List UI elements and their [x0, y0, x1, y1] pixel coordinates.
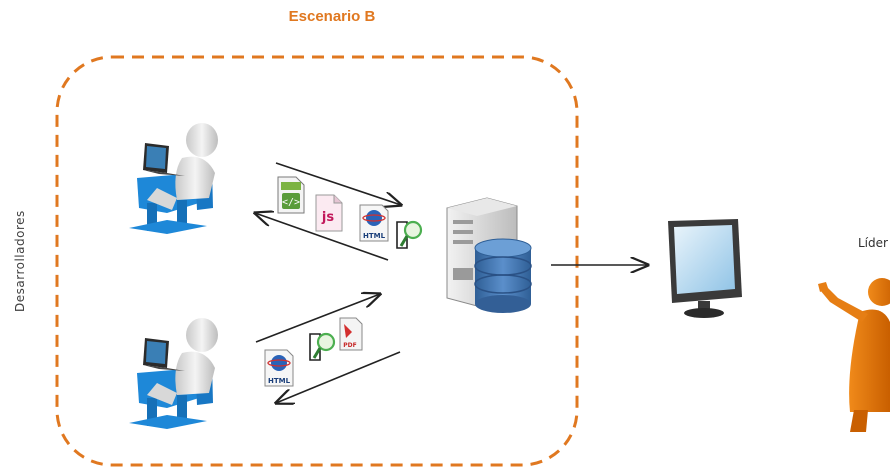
search-doc-icon-top — [396, 220, 423, 249]
scenario-boundary — [55, 55, 579, 467]
leader-figure — [818, 278, 890, 432]
svg-text:PDF: PDF — [343, 342, 356, 349]
developer-top-figure — [129, 123, 218, 234]
svg-text:</>: </> — [282, 197, 300, 208]
pdf-file-icon: PDF — [339, 317, 363, 351]
html-file-icon-bottom: HTML — [264, 349, 294, 387]
arrow-dev1-to-server — [275, 162, 401, 205]
code-file-icon: </> — [277, 176, 305, 214]
server-database-icon — [446, 197, 532, 313]
diagram-title: Escenario B — [288, 8, 376, 25]
svg-text:HTML: HTML — [268, 377, 291, 385]
arrow-server-to-dev2 — [276, 351, 401, 403]
search-doc-icon-bottom — [309, 332, 336, 361]
svg-text:HTML: HTML — [363, 232, 386, 240]
svg-text:js: js — [321, 210, 334, 225]
js-file-icon: js — [315, 194, 343, 232]
arrow-dev2-to-server — [255, 294, 380, 343]
html-file-icon-top: HTML — [359, 204, 389, 242]
arrow-server-to-dev1 — [255, 213, 389, 261]
monitor-icon — [668, 219, 742, 318]
leader-label: Líder — [858, 236, 888, 250]
developer-bottom-figure — [129, 318, 218, 429]
